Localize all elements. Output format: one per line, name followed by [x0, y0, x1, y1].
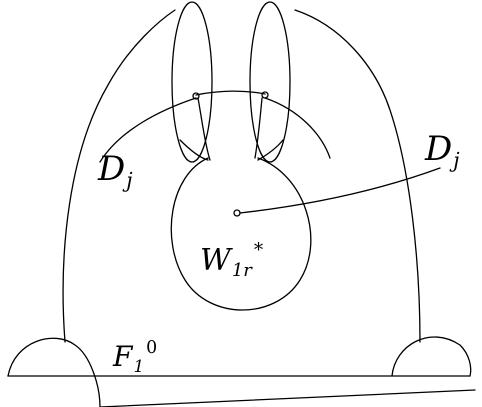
label-dj-left-sub: j	[126, 168, 133, 193]
label-w1r-main: W	[200, 243, 231, 278]
label-dj-right-sub: j	[453, 148, 460, 173]
left-neck-left	[179, 139, 209, 161]
handle-connecting-arc	[195, 90, 266, 96]
label-f1-sub: 1	[133, 355, 145, 376]
point-right-handle	[261, 91, 269, 99]
left-handle-ellipse	[171, 1, 213, 163]
label-w1r: W1r*	[200, 241, 263, 280]
right-neck-left	[254, 97, 263, 159]
label-w1r-sup: *	[253, 240, 264, 262]
disk-boundary-arc-right	[264, 97, 331, 159]
label-dj-right: Dj	[425, 129, 460, 170]
left-neck-right	[197, 97, 211, 161]
bottom-edge-lower	[99, 389, 476, 407]
label-f1: F10	[113, 339, 157, 374]
label-f1-main: F	[113, 340, 133, 373]
label-dj-left-main: D	[98, 149, 126, 189]
right-neck-right	[257, 139, 284, 161]
right-handle-ellipse	[249, 1, 291, 163]
label-dj-left: Dj	[98, 149, 133, 190]
label-w1r-sub: 1r	[231, 260, 252, 282]
right-bottom-hump	[391, 336, 472, 377]
left-bottom-hump	[7, 337, 101, 407]
center-to-dj-line	[239, 167, 441, 214]
label-f1-sup: 0	[146, 337, 158, 358]
point-left-handle	[192, 92, 200, 100]
label-dj-right-main: D	[425, 129, 453, 169]
disk-boundary-arc	[99, 97, 197, 163]
central-sphere	[170, 157, 312, 311]
point-sphere-center	[233, 209, 241, 217]
outer-surface-boundary	[62, 9, 421, 343]
